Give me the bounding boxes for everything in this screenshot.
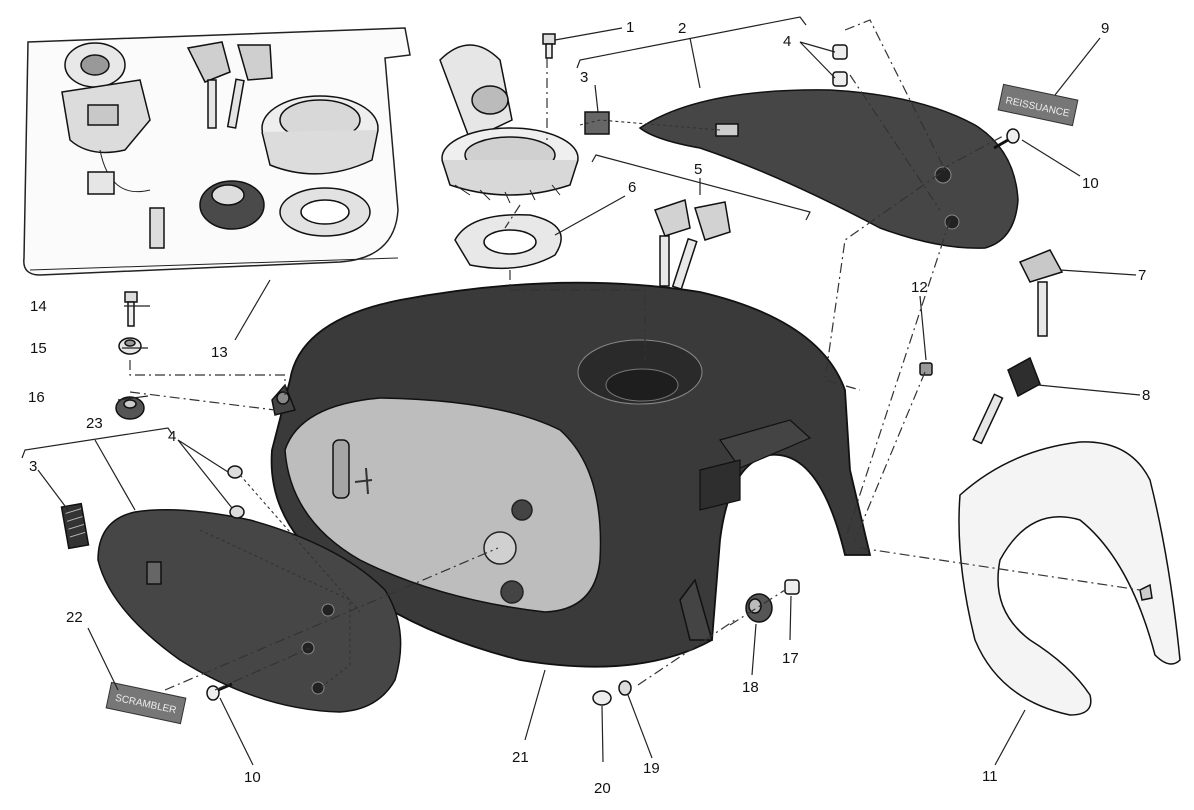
label-17: 17 [782,650,799,667]
label-15: 15 [30,340,47,357]
label-4-left: 4 [168,428,176,445]
ignition-switch [61,42,165,249]
rubber-pads-top [832,44,848,87]
leader-lines [21,16,1141,766]
right-cover-tag [584,111,610,135]
screw-20 [592,690,612,706]
label-4-top: 4 [783,33,791,50]
label-7: 7 [1138,267,1146,284]
label-3-right: 3 [580,69,588,86]
label-10-right: 10 [1082,175,1099,192]
fuel-cap-assembly [439,44,579,204]
label-14: 14 [30,298,47,315]
screw-left [206,682,233,701]
key-blank-7 [1018,249,1064,337]
grommet-16 [115,396,145,420]
label-8: 8 [1142,387,1150,404]
rubber-pads-left [227,465,245,519]
label-16: 16 [28,389,45,406]
label-21: 21 [512,749,529,766]
label-6: 6 [628,179,636,196]
grommet-18 [745,593,773,623]
callout-labels: 1 2 3 4 5 6 7 8 9 10 10 11 12 13 14 15 1… [28,19,1150,797]
label-18: 18 [742,679,759,696]
inset-lock-cylinder [199,180,265,230]
left-side-cover [97,509,402,713]
scrambler-decal: SCRAMBLER [105,681,187,725]
keys-pair [654,199,731,291]
label-1: 1 [626,19,634,36]
assembly-lines [129,19,1141,691]
label-12: 12 [911,279,928,296]
ignition-lock-kit-inset [23,27,411,276]
fuel-tank [270,281,872,668]
label-23: 23 [86,415,103,432]
label-19: 19 [643,760,660,777]
label-11: 11 [982,768,998,785]
washer-15 [118,337,142,355]
inset-fuel-cap [261,95,379,175]
label-20: 20 [594,780,611,797]
washer-19 [618,680,632,696]
cap-screw [542,33,556,59]
heat-shield [958,441,1181,716]
label-9: 9 [1101,20,1109,37]
label-10-left: 10 [244,769,261,786]
label-2: 2 [678,20,686,37]
inset-gasket [279,187,371,237]
key-8 [972,356,1041,445]
fuel-cap-gasket [454,213,562,270]
screw-right [993,128,1020,150]
right-side-cover [638,89,1019,249]
spacer-12 [919,362,933,376]
label-22: 22 [66,609,83,626]
inset-keys [186,41,273,129]
left-cover-tag [60,502,90,550]
reissuance-decal: REISSUANCE [997,83,1079,127]
bolt-14 [124,291,138,327]
label-5: 5 [694,161,702,178]
label-3-left: 3 [29,458,37,475]
spacer-17 [784,579,800,595]
label-13: 13 [211,344,228,361]
